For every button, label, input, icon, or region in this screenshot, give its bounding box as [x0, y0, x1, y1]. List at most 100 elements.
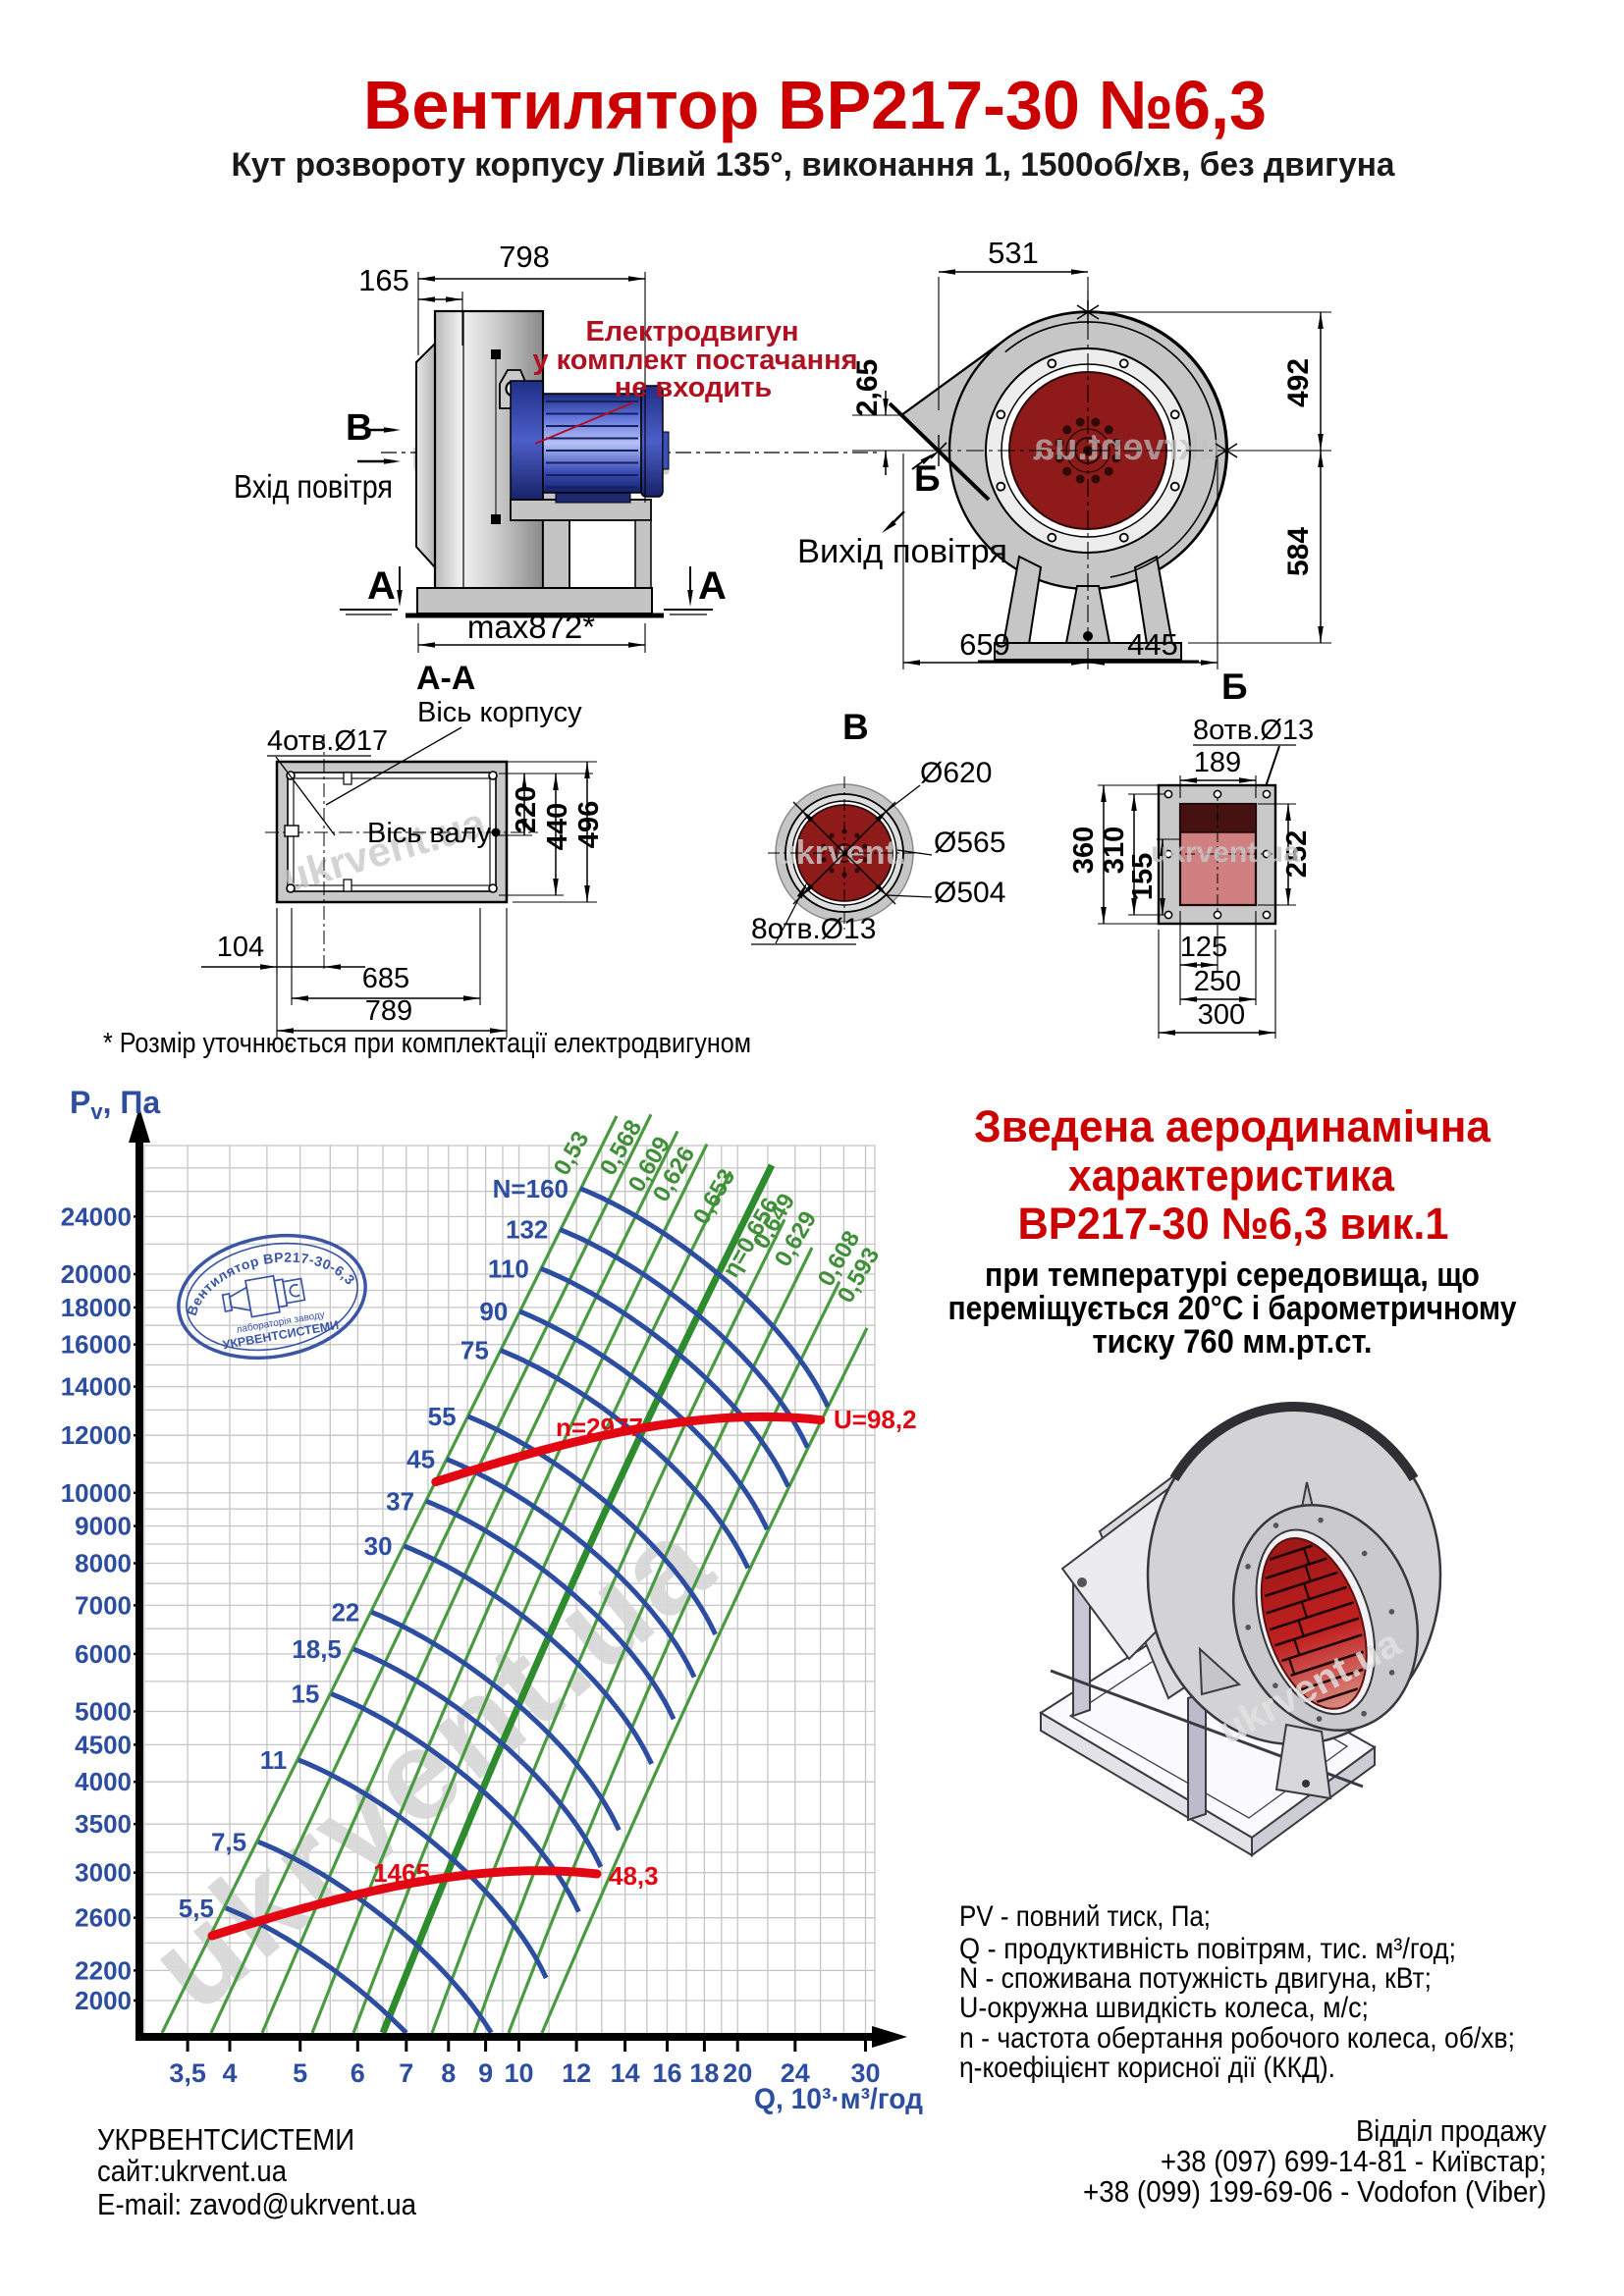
svg-text:U-окружна швидкість колеса, м/: U-окружна швидкість колеса, м/с;	[959, 1992, 1369, 2024]
svg-text:Вісь валу: Вісь валу	[367, 818, 492, 849]
svg-text:24000: 24000	[61, 1201, 132, 1231]
svg-text:Вхід повітря: Вхід повітря	[234, 468, 393, 505]
svg-text:3500: 3500	[75, 1809, 132, 1839]
svg-text:30: 30	[364, 1531, 393, 1561]
svg-text:ukrvent.ua: ukrvent.ua	[1151, 836, 1300, 869]
svg-text:2600: 2600	[75, 1903, 132, 1933]
svg-text:n=2977: n=2977	[556, 1413, 643, 1442]
svg-text:8: 8	[441, 2058, 456, 2088]
svg-text:189: 189	[1194, 747, 1241, 778]
svg-text:4: 4	[222, 2058, 237, 2088]
svg-text:360: 360	[1068, 827, 1100, 874]
svg-text:789: 789	[365, 995, 412, 1027]
svg-text:Електродвигун: Електродвигун	[585, 316, 798, 347]
svg-text:7: 7	[399, 2058, 413, 2088]
svg-text:1465: 1465	[373, 1858, 430, 1888]
svg-text:110: 110	[488, 1254, 529, 1283]
svg-text:531: 531	[988, 236, 1039, 270]
svg-text:37: 37	[386, 1486, 414, 1516]
svg-text:15: 15	[291, 1680, 319, 1709]
svg-text:N - споживана потужність двигу: N - споживана потужність двигуна, кВт;	[959, 1962, 1432, 1995]
svg-text:Зведена аеродинамічна: Зведена аеродинамічна	[974, 1101, 1491, 1151]
svg-text:В: В	[842, 707, 869, 747]
svg-text:155: 155	[1127, 853, 1159, 900]
svg-text:48,3: 48,3	[609, 1861, 659, 1891]
svg-text:Q - продуктивність повітрям, т: Q - продуктивність повітрям, тис. м³/год…	[959, 1933, 1456, 1965]
svg-text:* Розмір уточнюється при компл: * Розмір уточнюється при комплектації ел…	[103, 1028, 751, 1059]
svg-text:Б: Б	[1221, 667, 1248, 707]
svg-text:220: 220	[511, 786, 542, 833]
svg-text:18: 18	[689, 2058, 719, 2088]
svg-text:6000: 6000	[75, 1639, 132, 1669]
svg-text:310: 310	[1099, 827, 1130, 874]
svg-text:90: 90	[479, 1297, 508, 1326]
svg-text:η-коефіцієнт корисної дії (ККД: η-коефіцієнт корисної дії (ККД).	[959, 2052, 1335, 2084]
svg-text:132: 132	[506, 1215, 548, 1245]
svg-text:165: 165	[358, 263, 409, 297]
svg-text:45: 45	[406, 1445, 435, 1474]
svg-text:798: 798	[499, 240, 550, 274]
svg-text:Ø620: Ø620	[920, 757, 992, 789]
svg-text:N=160: N=160	[493, 1174, 568, 1203]
svg-text:Q, 10³·м³/год: Q, 10³·м³/год	[754, 2083, 923, 2115]
svg-text:11: 11	[260, 1745, 288, 1775]
svg-text:55: 55	[428, 1402, 457, 1431]
svg-text:4отв.Ø17: 4отв.Ø17	[267, 725, 388, 757]
svg-text:2000: 2000	[75, 1986, 132, 2015]
svg-text:Вісь корпусу: Вісь корпусу	[417, 697, 582, 728]
svg-text:ВР217-30 №6,3 вик.1: ВР217-30 №6,3 вик.1	[1018, 1199, 1449, 1249]
svg-text:Кут розвороту корпусу Лівий 13: Кут розвороту корпусу Лівий 135°, викона…	[232, 146, 1396, 184]
svg-text:Ø504: Ø504	[934, 877, 1005, 909]
svg-text:10000: 10000	[61, 1478, 132, 1508]
svg-text:тиску 760 мм.рт.ст.: тиску 760 мм.рт.ст.	[1093, 1323, 1373, 1361]
svg-text:U=98,2: U=98,2	[834, 1405, 917, 1434]
svg-text:9: 9	[478, 2058, 493, 2088]
svg-text:Вентилятор ВР217-30 №6,3: Вентилятор ВР217-30 №6,3	[363, 67, 1267, 143]
svg-text:20: 20	[723, 2058, 752, 2088]
svg-text:9000: 9000	[75, 1512, 132, 1541]
svg-text:2,65: 2,65	[851, 359, 884, 416]
svg-text:8отв.Ø13: 8отв.Ø13	[751, 913, 876, 945]
svg-text:30: 30	[850, 2058, 880, 2088]
svg-text:7,5: 7,5	[211, 1827, 246, 1856]
svg-text:8отв.Ø13: 8отв.Ø13	[1193, 715, 1314, 746]
svg-text:16: 16	[652, 2058, 681, 2088]
svg-text:ukrvent.ua: ukrvent.ua	[1033, 427, 1222, 468]
svg-text:496: 496	[573, 801, 605, 848]
svg-text:2200: 2200	[75, 1955, 132, 1985]
svg-text:6: 6	[351, 2058, 365, 2088]
svg-text:УКРВЕНТСИСТЕМИ: УКРВЕНТСИСТЕМИ	[97, 2122, 354, 2157]
svg-text:сайт:ukrvent.ua: сайт:ukrvent.ua	[97, 2154, 288, 2188]
svg-text:Відділ продажу: Відділ продажу	[1356, 2113, 1546, 2148]
svg-text:характеристика: характеристика	[1068, 1150, 1395, 1201]
svg-text:А: А	[367, 564, 396, 608]
svg-text:5: 5	[293, 2058, 307, 2088]
svg-text:104: 104	[217, 932, 264, 963]
svg-text:переміщується 20°С і барометри: переміщується 20°С і барометричному	[948, 1290, 1517, 1327]
svg-text:n - частота обертання робочого: n - частота обертання робочого колеса, о…	[959, 2022, 1515, 2055]
svg-text:4000: 4000	[75, 1767, 132, 1796]
svg-text:14000: 14000	[61, 1372, 132, 1402]
svg-text:492: 492	[1282, 358, 1315, 407]
svg-text:22: 22	[331, 1597, 359, 1627]
svg-text:125: 125	[1180, 932, 1227, 963]
svg-text:24: 24	[781, 2058, 810, 2088]
svg-text:14: 14	[611, 2058, 640, 2088]
svg-text:max872*: max872*	[467, 609, 595, 645]
svg-text:445: 445	[1127, 627, 1178, 662]
svg-text:12000: 12000	[61, 1420, 132, 1450]
svg-text:Pv, Па: Pv, Па	[70, 1085, 160, 1124]
svg-text:не входить: не входить	[615, 372, 773, 403]
svg-text:А-А: А-А	[416, 660, 475, 697]
svg-text:3000: 3000	[75, 1858, 132, 1888]
svg-text:при температурі середовища, що: при температурі середовища, що	[985, 1256, 1480, 1294]
svg-text:3,5: 3,5	[169, 2058, 206, 2088]
svg-text:10: 10	[504, 2058, 533, 2088]
svg-text:PV - повний тиск, Па;: PV - повний тиск, Па;	[959, 1900, 1211, 1933]
svg-text:E-mail: zavod@ukrvent.ua: E-mail: zavod@ukrvent.ua	[97, 2187, 417, 2221]
svg-text:584: 584	[1282, 527, 1315, 576]
svg-text:250: 250	[1194, 966, 1241, 997]
svg-text:А: А	[698, 564, 727, 608]
svg-text:659: 659	[959, 627, 1010, 662]
svg-text:685: 685	[362, 963, 409, 994]
